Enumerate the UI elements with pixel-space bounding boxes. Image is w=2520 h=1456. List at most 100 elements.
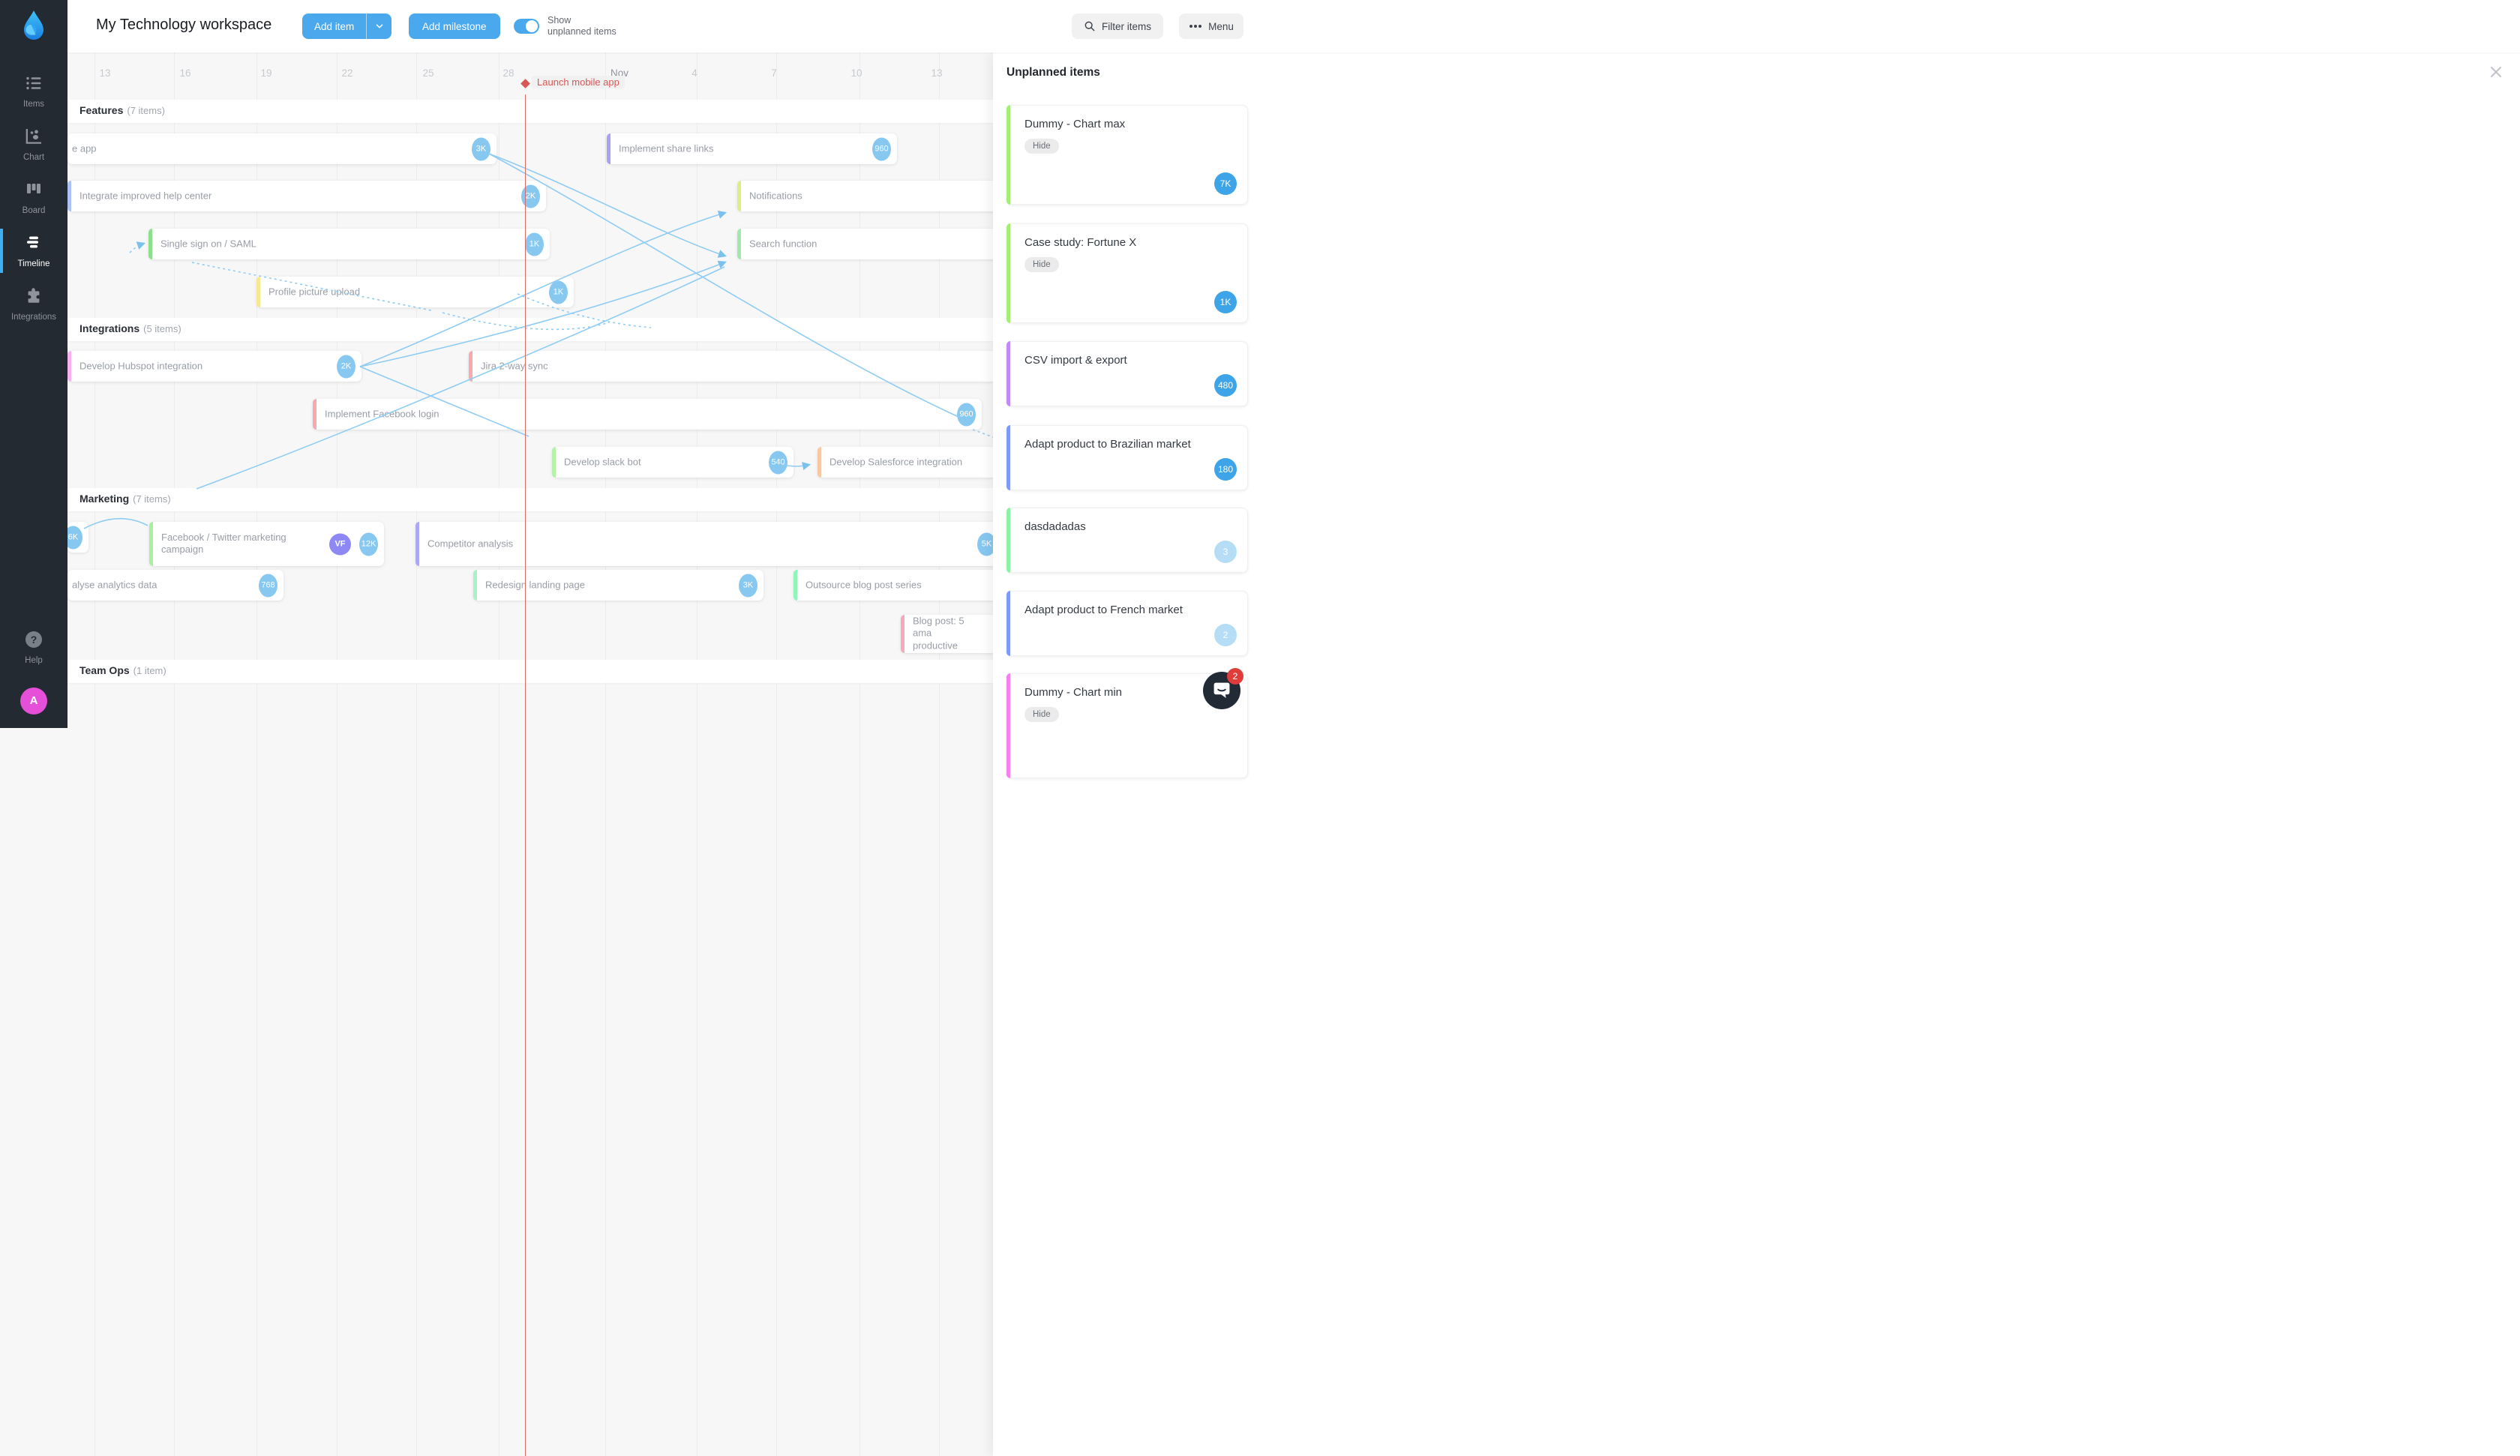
add-item-split-button: Add item [302, 13, 392, 39]
user-avatar[interactable]: A [20, 688, 47, 715]
menu-button[interactable]: Menu [1179, 13, 1244, 39]
bar-label: Develop Hubspot integration [80, 360, 203, 372]
date-tick-label: 16 [179, 67, 191, 79]
filter-items-button[interactable]: Filter items [1072, 13, 1163, 39]
gridline [776, 52, 777, 1456]
milestone-diamond-icon[interactable] [520, 78, 530, 88]
hide-button[interactable]: Hide [1024, 257, 1059, 272]
bar-jira-2-way-sync[interactable]: Jira 2-way sync [469, 351, 998, 382]
sidebar-item-items[interactable]: Items [0, 64, 68, 118]
bar-label: Develop Salesforce integration [830, 456, 963, 468]
bar-color-edge [416, 522, 419, 566]
bar-value-badge: 960 [957, 403, 976, 426]
bar-label: Redesign landing page [485, 579, 585, 591]
milestone-label[interactable]: Launch mobile app [532, 76, 625, 88]
sidebar-item-board[interactable]: Board [0, 171, 68, 224]
bar-color-edge [256, 277, 260, 307]
search-icon [1084, 21, 1095, 31]
workspace-title: My Technology workspace [96, 16, 272, 33]
bar-label: alyse analytics data [72, 579, 158, 591]
sidebar-item-help[interactable]: ? Help [0, 630, 68, 665]
card-color-edge [1006, 223, 1010, 323]
bar-develop-slack-bot[interactable]: Develop slack bot 540 [552, 447, 794, 478]
gridline [697, 52, 698, 1456]
card-value-badge: 1K [1214, 291, 1237, 313]
section-title: Marketing(7 items) [80, 493, 171, 505]
bar-label: Implement share links [619, 142, 714, 154]
card-title: Dummy - Chart max [1024, 118, 1126, 130]
bar-label: Competitor analysis [428, 538, 514, 550]
bar-outsource-blog-post-series[interactable]: Outsource blog post series [794, 570, 998, 601]
help-icon: ? [26, 631, 42, 648]
airfocus-logo-icon[interactable] [19, 9, 49, 42]
card-value-badge: 2 [1214, 624, 1237, 646]
sidebar-item-integrations[interactable]: Integrations [0, 277, 68, 331]
section-item-count: (5 items) [143, 323, 182, 334]
top-bar: My Technology workspace Add item Add mil… [68, 0, 2520, 52]
bar-label: Develop slack bot [564, 456, 641, 468]
show-unplanned-toggle[interactable] [514, 19, 539, 34]
date-tick-label: 7 [771, 67, 777, 79]
card-title: Dummy - Chart min [1024, 686, 1123, 699]
bar-develop-salesforce-integration[interactable]: Develop Salesforce integration [818, 447, 998, 478]
integrations-icon [25, 288, 43, 308]
close-panel-button[interactable] [2488, 64, 2504, 79]
intercom-chat-button[interactable]: 2 [1203, 668, 1244, 709]
bar-color-edge [737, 229, 741, 259]
gridline [416, 52, 417, 1456]
bar-color-edge [607, 133, 610, 164]
dots-menu-icon [1190, 25, 1202, 28]
chart-icon [25, 129, 43, 148]
date-tick-label: 22 [341, 67, 353, 79]
date-tick-label: 13 [931, 67, 943, 79]
add-item-dropdown-button[interactable] [366, 13, 392, 39]
card-title: CSV import & export [1024, 354, 1127, 367]
date-tick-label: 10 [850, 67, 862, 79]
gridline [256, 52, 257, 1456]
sidebar-item-label: Timeline [17, 259, 50, 268]
card-value-badge: 7K [1214, 172, 1237, 195]
sidebar-item-label: Items [22, 100, 45, 109]
date-tick-label: 19 [260, 67, 272, 79]
section-title: Features(7 items) [80, 104, 165, 116]
card-color-edge [1006, 341, 1010, 406]
items-icon [25, 76, 43, 95]
sidebar-item-timeline[interactable]: Timeline [0, 224, 68, 277]
hide-button[interactable]: Hide [1024, 139, 1059, 154]
bar-bar[interactable]: 6K [68, 522, 88, 553]
bar-value-badge: 540 [769, 451, 788, 474]
card-value-badge: 3 [1214, 541, 1237, 563]
sidebar-item-chart[interactable]: Chart [0, 118, 68, 171]
bar-color-edge [473, 570, 477, 601]
card-title: Adapt product to Brazilian market [1024, 438, 1191, 451]
section-title: Integrations(5 items) [80, 322, 182, 334]
sidebar-item-label: Integrations [10, 313, 57, 322]
bar-color-edge [148, 229, 152, 259]
date-tick-label: 4 [692, 67, 698, 79]
hide-button[interactable]: Hide [1024, 707, 1059, 722]
add-item-button[interactable]: Add item [302, 13, 367, 39]
section-item-count: (7 items) [127, 105, 165, 116]
gridline [94, 52, 95, 1456]
add-milestone-button[interactable]: Add milestone [409, 13, 500, 39]
